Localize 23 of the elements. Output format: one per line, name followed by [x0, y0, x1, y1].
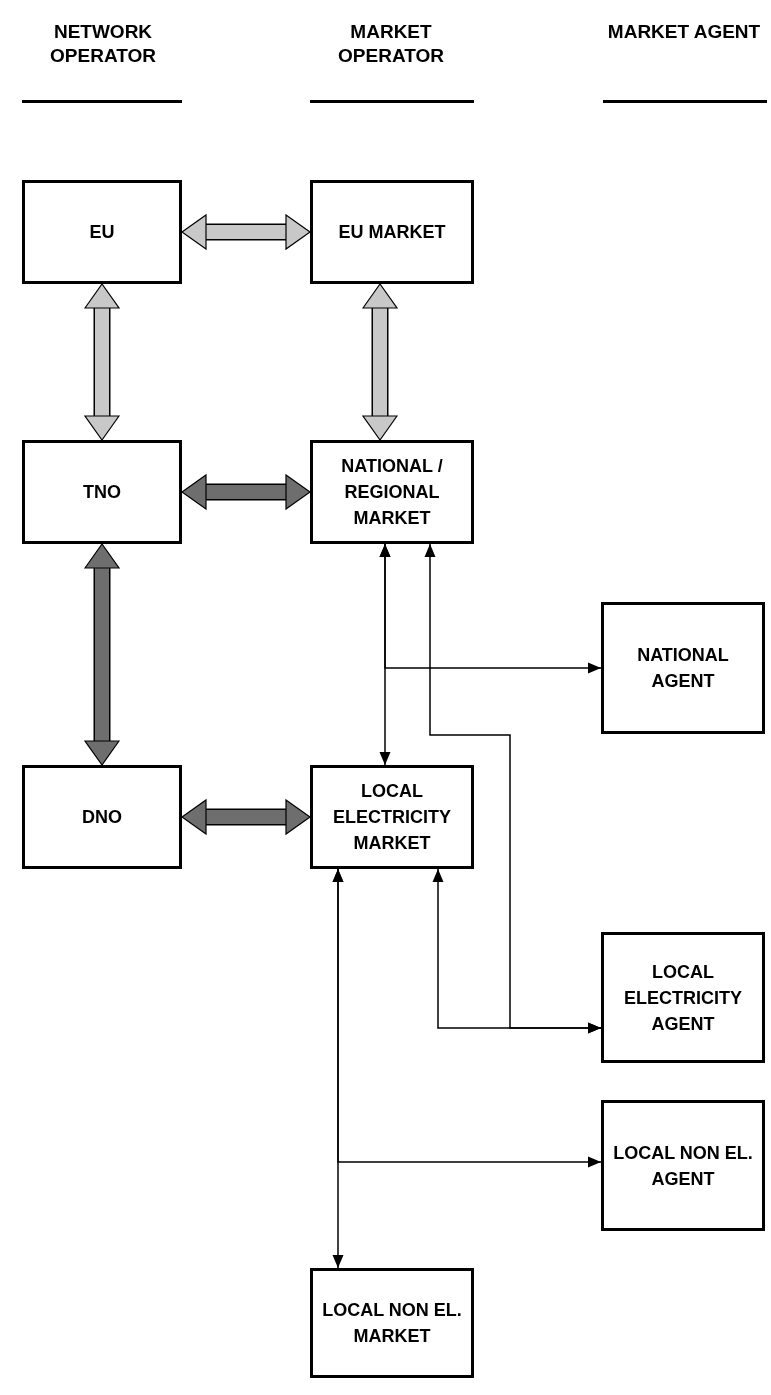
- box-label: EU MARKET: [338, 221, 446, 244]
- entity-box: [310, 765, 474, 869]
- column-heading: NETWORK OPERATOR: [49, 20, 157, 68]
- box-label: LOCAL ELECTRICITY AGENT: [623, 960, 743, 1036]
- box-label: LOCAL ELECTRICITY MARKET: [332, 780, 452, 855]
- box-label: NATIONAL / REGIONAL MARKET: [340, 455, 444, 530]
- entity-box: [22, 180, 182, 284]
- column-heading: MARKET OPERATOR: [337, 20, 445, 68]
- entity-box: [601, 602, 765, 734]
- entity-box: [310, 180, 474, 284]
- box-label: EU: [89, 221, 115, 244]
- entity-box: [22, 765, 182, 869]
- entity-box: [310, 1268, 474, 1378]
- entity-box: [601, 1100, 765, 1231]
- box-label: NATIONAL AGENT: [636, 644, 730, 693]
- box-label: DNO: [82, 806, 122, 829]
- box-label: LOCAL NON EL. AGENT: [612, 1141, 754, 1191]
- box-label: TNO: [83, 481, 121, 504]
- entity-box: [22, 440, 182, 544]
- box-label: LOCAL NON EL. MARKET: [321, 1299, 463, 1348]
- entity-box: [601, 932, 765, 1063]
- entity-box: [310, 440, 474, 544]
- column-heading: MARKET AGENT: [606, 20, 762, 44]
